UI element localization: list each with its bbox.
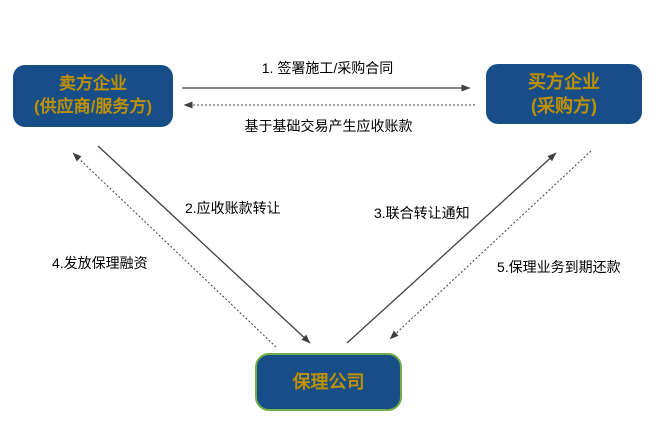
label-joint-transfer-notice: 3.联合转让通知: [374, 205, 470, 221]
arrow-receivables-transfer: [97, 145, 311, 344]
label-receivables-transfer: 2.应收账款转让: [185, 200, 281, 216]
factor-name: 保理公司: [292, 371, 365, 392]
buyer-subtitle: (采购方): [531, 96, 597, 116]
label-receivables-generated: 基于基础交易产生应收账款: [244, 118, 413, 134]
label-issue-financing: 4.发放保理融资: [52, 255, 148, 271]
arrow-joint-transfer-notice: [346, 152, 557, 344]
label-sign-contract: 1. 签署施工/采购合同: [261, 60, 394, 76]
arrow-maturity-repayment: [389, 150, 592, 340]
node-seller-enterprise: 卖方企业 (供应商/服务方): [13, 65, 173, 127]
buyer-name: 买方企业: [528, 71, 600, 92]
label-maturity-repayment: 5.保理业务到期还款: [497, 259, 621, 275]
seller-name: 卖方企业: [59, 74, 127, 94]
node-buyer-enterprise: 买方企业 (采购方): [486, 64, 642, 124]
arrow-issue-financing: [72, 152, 277, 348]
node-factoring-company: 保理公司: [255, 353, 402, 411]
seller-subtitle: (供应商/服务方): [33, 97, 153, 116]
